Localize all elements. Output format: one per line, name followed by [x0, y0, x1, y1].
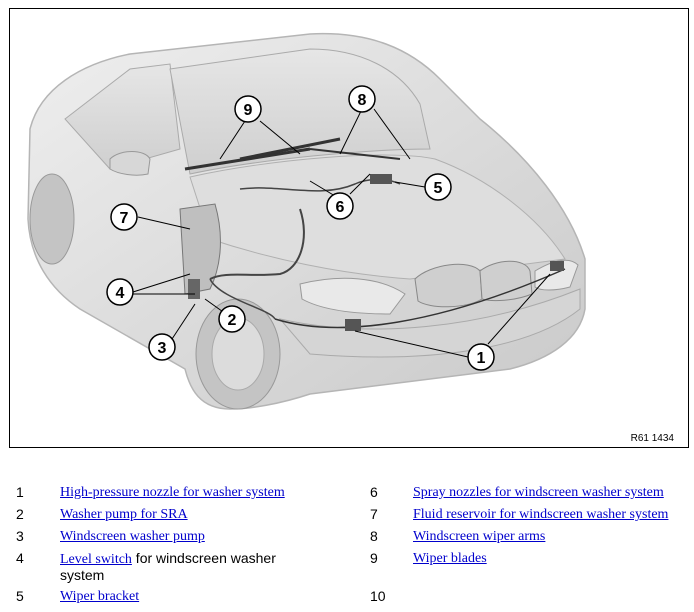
- callout-8: 8: [348, 85, 376, 113]
- side-windows: [64, 63, 181, 170]
- car-illustration: 9 8 5 6 7 4 2 3 1: [27, 32, 586, 410]
- legend-link-wiper-blades[interactable]: Wiper blades: [413, 551, 487, 566]
- legend-link-washer-pump-sra[interactable]: Washer pump for SRA: [60, 507, 188, 522]
- legend-num: 4: [16, 550, 24, 566]
- legend-link-level-switch[interactable]: Level switch: [60, 552, 132, 567]
- legend-num: 6: [370, 484, 378, 500]
- legend-num: 7: [370, 506, 378, 522]
- legend-num: 3: [16, 528, 24, 544]
- bonnet: [189, 154, 566, 280]
- callout-2: 2: [218, 305, 246, 333]
- svg-text:3: 3: [158, 340, 167, 357]
- callouts: 9 8 5 6 7 4 2 3 1: [106, 85, 495, 371]
- legend-num: 2: [16, 506, 24, 522]
- legend-link-spray-nozzles[interactable]: Spray nozzles for windscreen washer syst…: [413, 485, 664, 500]
- svg-text:6: 6: [336, 199, 345, 216]
- legend-num: 8: [370, 528, 378, 544]
- legend-text-continued: system: [60, 567, 105, 583]
- callout-4: 4: [106, 278, 134, 306]
- callout-1: 1: [467, 343, 495, 371]
- car-diagram: 9 8 5 6 7 4 2 3 1 R61 1434: [9, 8, 689, 448]
- svg-text:5: 5: [434, 180, 443, 197]
- legend-link-wiper-bracket[interactable]: Wiper bracket: [60, 589, 140, 604]
- legend-num: 10: [370, 588, 386, 604]
- svg-text:7: 7: [120, 210, 129, 227]
- legend-num: 9: [370, 550, 378, 566]
- callout-3: 3: [148, 333, 176, 361]
- svg-text:2: 2: [228, 312, 237, 329]
- svg-text:8: 8: [358, 92, 367, 109]
- callout-6: 6: [326, 192, 354, 220]
- callout-5: 5: [424, 173, 452, 201]
- legend-num: 5: [16, 588, 24, 604]
- svg-text:9: 9: [244, 102, 253, 119]
- legend-num: 1: [16, 484, 24, 500]
- svg-text:4: 4: [116, 285, 125, 302]
- callout-9: 9: [234, 95, 262, 123]
- legend-link-high-pressure-nozzle[interactable]: High-pressure nozzle for washer system: [60, 485, 285, 500]
- rear-wheel: [29, 173, 75, 265]
- legend-item-level-switch: Level switch for windscreen washer: [60, 550, 276, 568]
- windscreen: [169, 48, 431, 175]
- legend-link-wiper-arms[interactable]: Windscreen wiper arms: [413, 529, 546, 544]
- legend-text: for windscreen washer: [131, 550, 276, 566]
- callout-7: 7: [110, 203, 138, 231]
- figure-reference: R61 1434: [630, 433, 674, 444]
- legend-link-fluid-reservoir[interactable]: Fluid reservoir for windscreen washer sy…: [413, 507, 669, 522]
- svg-text:1: 1: [477, 350, 486, 367]
- legend-link-windscreen-washer-pump[interactable]: Windscreen washer pump: [60, 529, 205, 544]
